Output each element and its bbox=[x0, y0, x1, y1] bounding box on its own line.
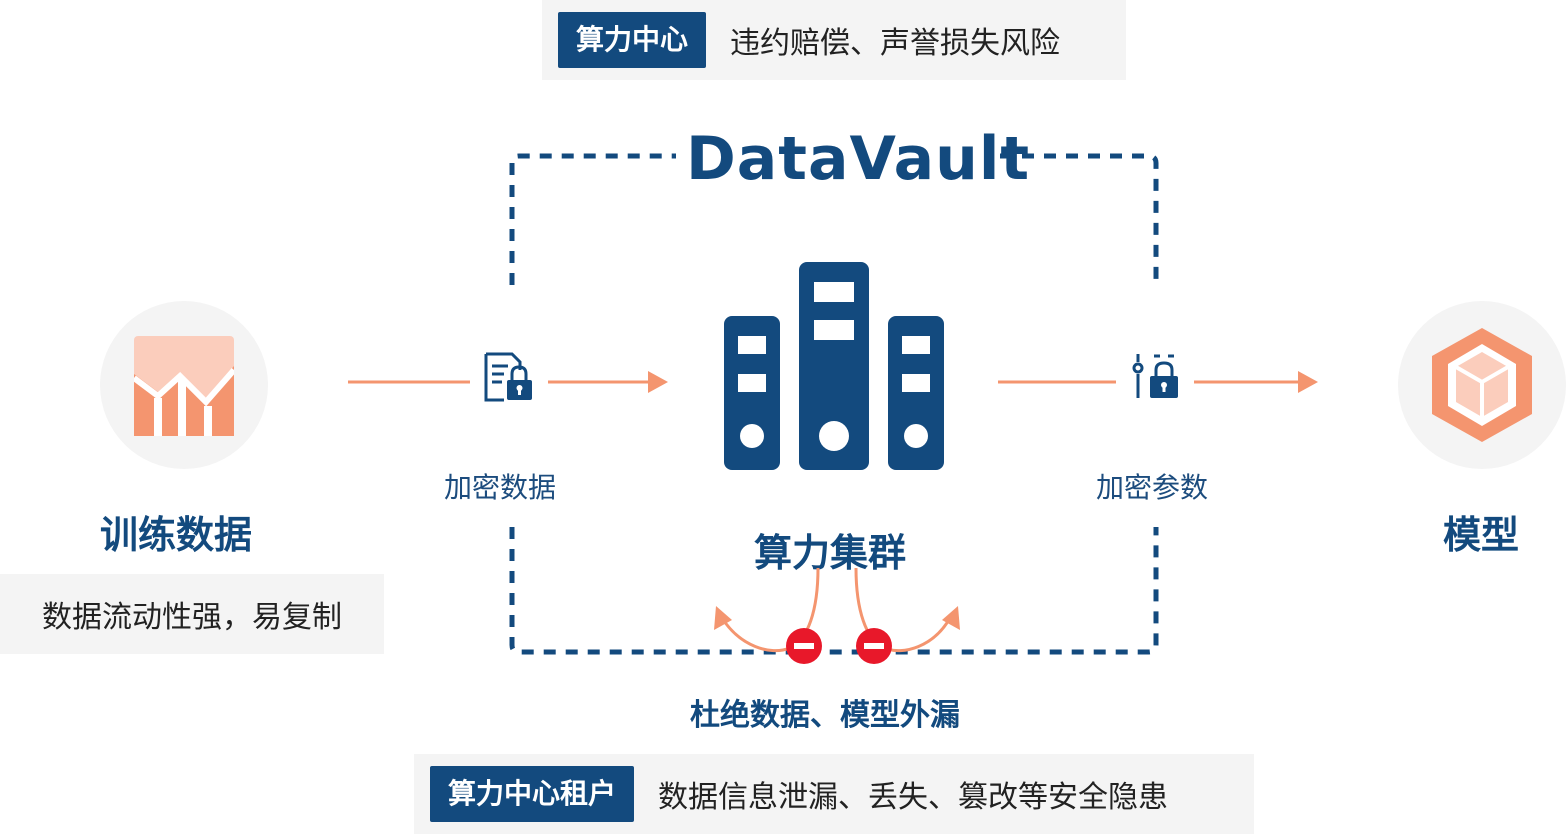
server-right bbox=[888, 316, 944, 470]
leak-arrow-right-head bbox=[942, 606, 960, 630]
training-data-note-text: 数据流动性强，易复制 bbox=[42, 600, 342, 635]
vault-frame-top-right bbox=[1000, 153, 1159, 285]
params-lock-icon bbox=[1132, 354, 1178, 398]
leak-label: 杜绝数据、模型外漏 bbox=[690, 698, 960, 733]
document-lock-icon bbox=[484, 352, 532, 402]
top-note-tag: 算力中心 bbox=[558, 12, 707, 68]
top-note-text: 违约赔偿、声誉损失风险 bbox=[730, 26, 1061, 61]
top-note: 算力中心 违约赔偿、声誉损失风险 bbox=[542, 0, 1126, 80]
chart-bar-trend-icon bbox=[134, 336, 234, 436]
leak-arrow-left-head bbox=[714, 606, 732, 630]
server-left bbox=[724, 316, 780, 470]
bottom-note: 算力中心租户 数据信息泄漏、丢失、篡改等安全隐患 bbox=[414, 754, 1254, 834]
cluster-label: 算力集群 bbox=[754, 531, 907, 575]
server-center bbox=[799, 262, 869, 470]
vault-frame-bottom bbox=[509, 527, 1159, 655]
cube-icon bbox=[1432, 328, 1532, 442]
bottom-note-tag: 算力中心租户 bbox=[430, 766, 635, 822]
vault-title: DataVault bbox=[686, 124, 1031, 194]
bottom-note-text: 数据信息泄漏、丢失、篡改等安全隐患 bbox=[658, 780, 1169, 815]
server-cluster-icon bbox=[724, 262, 944, 470]
training-data-note: 数据流动性强，易复制 bbox=[0, 574, 384, 654]
out-arrow-head bbox=[1298, 371, 1318, 393]
encrypted-data-label: 加密数据 bbox=[444, 471, 557, 504]
vault-frame-top-left bbox=[509, 153, 676, 285]
no-entry-icon bbox=[786, 628, 822, 664]
model-title: 模型 bbox=[1443, 513, 1520, 557]
training-data-title: 训练数据 bbox=[100, 513, 253, 557]
no-entry-icon bbox=[856, 628, 892, 664]
encrypted-params-label: 加密参数 bbox=[1096, 471, 1209, 504]
in-arrow-head bbox=[648, 371, 668, 393]
